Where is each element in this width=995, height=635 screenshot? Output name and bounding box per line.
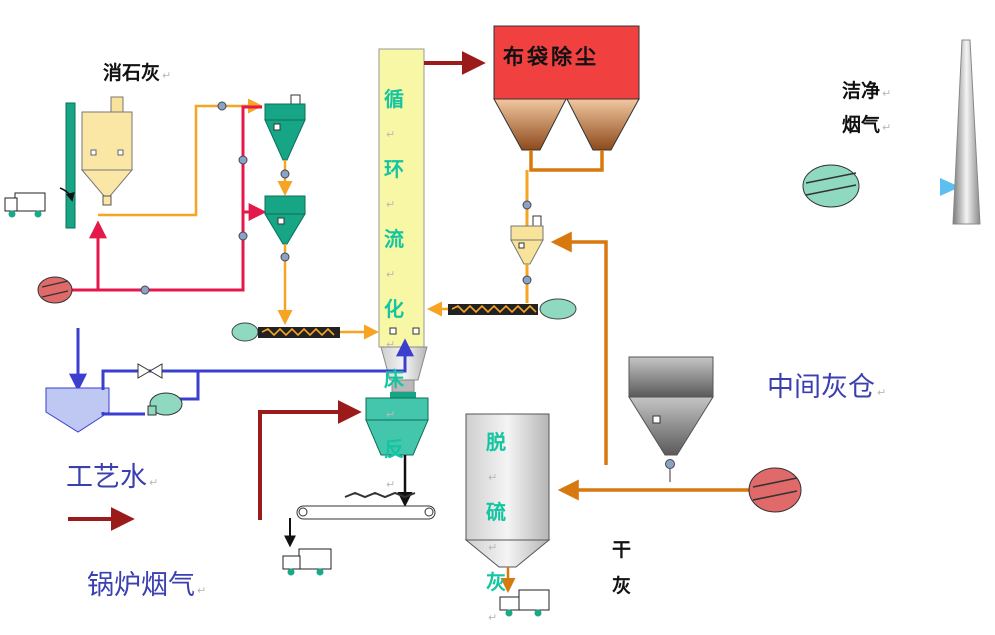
water-tank	[45, 387, 110, 433]
lime-feed-line	[98, 98, 263, 217]
venturi-cyclone	[365, 392, 429, 456]
intermediate-ash-silo-label: 中间灰仓↵	[767, 372, 887, 403]
clean-flue-gas-label-1: 洁净↵	[842, 80, 892, 102]
boiler-flue-gas-line	[258, 400, 362, 520]
clean-flue-gas-label-2: 烟气↵	[842, 114, 892, 136]
motor-icon-right	[539, 298, 577, 320]
screw-conveyor-icon-left	[258, 327, 340, 338]
ash-return-line	[550, 231, 608, 465]
truck-icon-belt	[282, 548, 332, 576]
lime-silo	[65, 96, 134, 229]
pump-icon	[147, 392, 183, 416]
lime-hopper-lower	[264, 195, 306, 245]
bag-filter	[493, 25, 640, 151]
cfb-reactor-label: 循↵ 环↵ 流↵ 化↵ 床↵ 反↵	[384, 87, 404, 491]
air-line	[72, 105, 262, 292]
belt-conveyor-icon	[296, 491, 436, 520]
lime-hopper-upper	[264, 94, 306, 161]
dry-ash-label: 干 灰	[612, 539, 632, 597]
ash-hopper	[510, 215, 544, 265]
boiler-flue-gas-label: 锅炉烟气↵	[87, 570, 207, 601]
water-line	[101, 338, 414, 390]
motor-icon-left	[231, 322, 259, 342]
truck-icon-silo	[499, 589, 550, 617]
screw-conveyor-icon-right	[448, 304, 538, 315]
stack-icon	[952, 39, 981, 225]
fan-icon-ash	[748, 467, 802, 513]
unload-arrow	[59, 187, 75, 202]
intermediate-ash-silo	[628, 356, 714, 469]
valve-icon	[137, 363, 163, 379]
desulfurization-ash-silo	[464, 413, 551, 568]
ash-collect-line	[529, 150, 604, 172]
hydrated-lime-label: 消石灰↵	[103, 62, 172, 84]
process-water-label: 工艺水↵	[66, 462, 159, 493]
desulfurization-ash-label: 脱↵ 硫↵ 灰↵	[486, 430, 506, 624]
truck-icon-lime	[4, 192, 46, 218]
bag-filter-label: 布袋除尘	[503, 45, 599, 69]
